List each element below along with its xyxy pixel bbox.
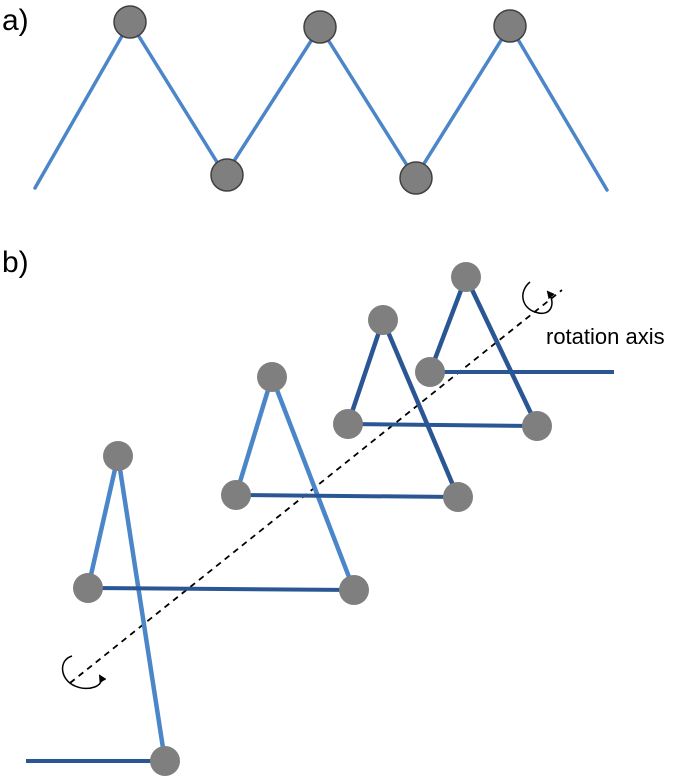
chain-node [150,746,180,776]
chain-node [113,5,147,39]
chain-node [451,262,481,292]
chain-node [493,9,527,43]
rotation-axis-line [69,289,563,684]
chain-node [257,362,287,392]
chain-unit-2 [221,319,461,605]
chain-node [415,357,445,387]
chain-unit-1 [26,376,357,776]
chain-node [339,575,369,605]
panel-a-label: a) [2,4,29,37]
chain-node [210,158,244,192]
rotation-axis-label: rotation axis [546,324,665,349]
chain-node [221,480,251,510]
chain-node [443,482,473,512]
chain-node [399,161,433,195]
chain-unit-4 [415,262,614,441]
chain-node [303,10,337,44]
panel-b: b) rotation axis [2,246,665,776]
chain-node [522,411,552,441]
zigzag-chain [33,20,609,192]
panel-a: a) [2,4,609,195]
chain-node [73,573,103,603]
chain-node [333,409,363,439]
rotation-arrow-icon [522,281,555,315]
panel-b-label: b) [2,246,29,279]
chain-node [103,441,133,471]
chain-unit-3 [333,276,540,512]
rotation-arrow-icon [61,655,107,690]
chain-node [368,305,398,335]
